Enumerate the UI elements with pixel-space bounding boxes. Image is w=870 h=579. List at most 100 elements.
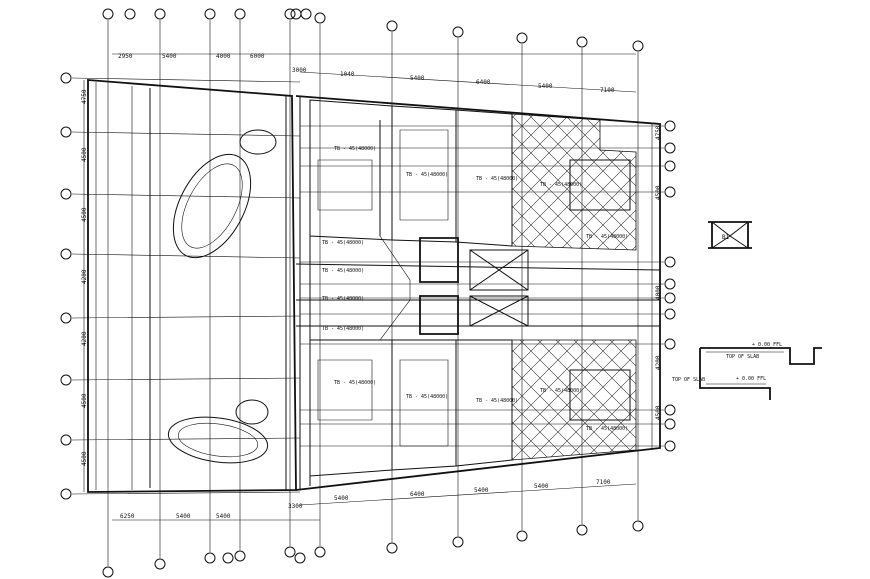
dimension-text: 5400 bbox=[534, 483, 549, 490]
dimension-text: 5400 bbox=[474, 487, 489, 494]
grid-bubble bbox=[290, 8, 302, 20]
grid-bubble bbox=[452, 26, 464, 38]
grid-bubble bbox=[664, 308, 676, 320]
grid-bubble bbox=[664, 256, 676, 268]
room-label: TB - 45(48000) bbox=[406, 172, 448, 178]
dimension-text: 5400 bbox=[538, 83, 553, 90]
grid-bubble bbox=[284, 8, 296, 20]
section-label-1: + 0.00 FFL bbox=[752, 342, 782, 348]
grid-bubble bbox=[386, 542, 398, 554]
grid-line bbox=[71, 315, 301, 319]
dimension-text: 7100 bbox=[596, 479, 611, 486]
section-label-3: TOP OF SLAB bbox=[672, 377, 705, 383]
room-label: TB - 45(48000) bbox=[586, 234, 628, 240]
grid-bubble bbox=[204, 8, 216, 20]
section-label-4: + 0.00 FFL bbox=[736, 376, 766, 382]
grid-bubble bbox=[452, 536, 464, 548]
section-detail-step: + 0.00 FFL TOP OF SLAB TOP OF SLAB + 0.0… bbox=[672, 342, 822, 400]
corridor-label: TB - 45(48000) bbox=[322, 240, 364, 246]
room-label: TB - 45(48000) bbox=[586, 426, 628, 432]
grid-bubble bbox=[516, 530, 528, 542]
dimension-text: 3000 bbox=[292, 67, 307, 74]
dimension-text: 4500 bbox=[81, 451, 88, 466]
grid-line bbox=[71, 77, 301, 83]
corridor-label: TB - 45(48000) bbox=[322, 296, 364, 302]
dimension-text: 4500 bbox=[655, 185, 662, 200]
grid-line bbox=[71, 437, 301, 441]
corridor-label: TB - 45(48000) bbox=[322, 326, 364, 332]
grid-bubble bbox=[664, 186, 676, 198]
grid-line bbox=[71, 131, 301, 137]
grid-bubble bbox=[124, 8, 136, 20]
grid-bubble bbox=[664, 120, 676, 132]
grid-bubble bbox=[632, 40, 644, 52]
grid-bubble bbox=[516, 32, 528, 44]
room-labels: TB - 45(48000) TB - 45(48000) TB - 45(48… bbox=[322, 146, 628, 432]
dimension-text: 4750 bbox=[655, 125, 662, 140]
dimension-text: 4200 bbox=[81, 331, 88, 346]
dimension-text: 5400 bbox=[410, 75, 425, 82]
room-label: TB - 45(48000) bbox=[476, 176, 518, 182]
grid-bubble bbox=[664, 292, 676, 304]
dimension-text: 3300 bbox=[288, 503, 303, 510]
grid-bubble bbox=[234, 550, 246, 562]
grid-bubble bbox=[576, 36, 588, 48]
dimension-text: 4500 bbox=[81, 147, 88, 162]
central-corridor bbox=[295, 235, 661, 341]
dimension-text: 6400 bbox=[476, 79, 491, 86]
dimension-text: 6000 bbox=[250, 53, 265, 60]
dimension-text: 5400 bbox=[216, 513, 231, 520]
grid-bubble bbox=[664, 418, 676, 430]
grid-bubble bbox=[60, 312, 72, 324]
room-label: TB - 45(48000) bbox=[406, 394, 448, 400]
grid-bubble bbox=[204, 552, 216, 564]
grid-bubble bbox=[664, 278, 676, 290]
grid-bubble bbox=[664, 440, 676, 452]
dimension-text: 4500 bbox=[81, 393, 88, 408]
grid-bubble bbox=[386, 20, 398, 32]
corridor-label: TB - 45(48000) bbox=[322, 268, 364, 274]
section-label-2: TOP OF SLAB bbox=[726, 354, 759, 360]
dimension-text: 6250 bbox=[120, 513, 135, 520]
grid-bubble bbox=[284, 546, 296, 558]
grid-bubble bbox=[154, 8, 166, 20]
grid-bubble bbox=[154, 558, 166, 570]
room-label: TB - 45(48000) bbox=[540, 388, 582, 394]
grid-line bbox=[71, 491, 301, 495]
grid-bubble bbox=[664, 142, 676, 154]
dimension-text: 2950 bbox=[118, 53, 133, 60]
grid-bubble bbox=[294, 552, 306, 564]
grid-bubble bbox=[102, 8, 114, 20]
grid-bubble bbox=[60, 488, 72, 500]
grid-bubble bbox=[60, 188, 72, 200]
hatched-areas bbox=[511, 113, 637, 461]
dimension-text: 4200 bbox=[81, 269, 88, 284]
dimension-text: 4500 bbox=[655, 405, 662, 420]
building-outline bbox=[87, 79, 661, 493]
dimension-text: 6400 bbox=[410, 491, 425, 498]
grid-bubble bbox=[60, 374, 72, 386]
dimension-text: 4500 bbox=[81, 207, 88, 222]
room-label: TB - 45(48000) bbox=[334, 146, 376, 152]
lower-rooms bbox=[309, 339, 513, 477]
room-label: TB - 45(48000) bbox=[334, 380, 376, 386]
dimension-strings: 2950 5400 4000 6000 3000 1040 5400 6400 5400 7100… bbox=[81, 53, 662, 521]
dimension-text: 4000 bbox=[655, 285, 662, 300]
grid-line bbox=[71, 193, 301, 199]
dimension-text: 1040 bbox=[340, 71, 355, 78]
section-detail-top: B1 bbox=[708, 221, 752, 249]
dimension-text: 4200 bbox=[655, 355, 662, 370]
grid-line bbox=[71, 377, 301, 381]
grid-bubble bbox=[314, 546, 326, 558]
grid-bubble bbox=[60, 248, 72, 260]
room-label: TB - 45(48000) bbox=[540, 182, 582, 188]
grid-bubble bbox=[314, 12, 326, 24]
dimension-text: 4750 bbox=[81, 89, 88, 104]
dimension-text: 5400 bbox=[176, 513, 191, 520]
dimension-text: 5400 bbox=[334, 495, 349, 502]
dimension-text: 7100 bbox=[600, 87, 615, 94]
room-label: TB - 45(48000) bbox=[476, 398, 518, 404]
dimension-text: 5400 bbox=[162, 53, 177, 60]
curved-features bbox=[167, 129, 277, 464]
